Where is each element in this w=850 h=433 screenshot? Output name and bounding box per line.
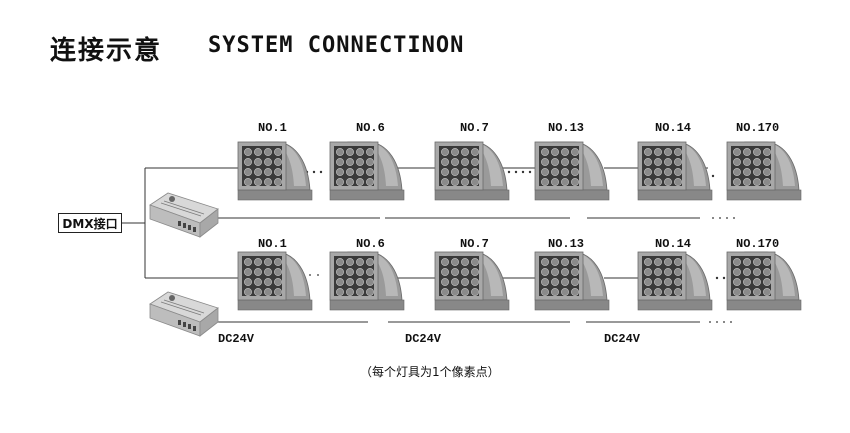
lamp-label: NO.13 xyxy=(548,237,585,251)
title-chinese: 连接示意 xyxy=(50,36,163,66)
power-label: DC24V xyxy=(218,332,255,346)
wall-washer-lamp-icon xyxy=(237,141,313,201)
wall-washer-lamp-icon xyxy=(726,251,802,311)
lamp-label: NO.14 xyxy=(655,121,692,135)
power-supply-icon xyxy=(149,291,219,337)
footnote: （每个灯具为1个像素点） xyxy=(360,365,500,379)
lamp-label: NO.6 xyxy=(356,237,385,251)
wall-washer-lamp-icon xyxy=(237,251,313,311)
power-label: DC24V xyxy=(604,332,641,346)
lamp-label: NO.1 xyxy=(258,121,287,135)
power-label: DC24V xyxy=(405,332,442,346)
wall-washer-lamp-icon xyxy=(534,251,610,311)
lamp-label: NO.170 xyxy=(736,237,780,251)
wall-washer-lamp-icon xyxy=(434,251,510,311)
lamp-label: NO.7 xyxy=(460,237,489,251)
wall-washer-lamp-icon xyxy=(329,141,405,201)
title-english: SYSTEM CONNECTINON xyxy=(208,33,465,58)
lamp-label: NO.13 xyxy=(548,121,585,135)
lamp-label: NO.7 xyxy=(460,121,489,135)
lamp-label: NO.14 xyxy=(655,237,692,251)
signal-wiring xyxy=(122,167,708,323)
wall-washer-lamp-icon xyxy=(434,141,510,201)
wall-washer-lamp-icon xyxy=(329,251,405,311)
wall-washer-lamp-icon xyxy=(637,251,713,311)
power-supply-icon xyxy=(149,192,219,238)
lamp-label: NO.6 xyxy=(356,121,385,135)
wall-washer-lamp-icon xyxy=(726,141,802,201)
wall-washer-lamp-icon xyxy=(637,141,713,201)
lamp-label: NO.170 xyxy=(736,121,780,135)
wall-washer-lamp-icon xyxy=(534,141,610,201)
dmx-interface-box: DMX接口 xyxy=(58,213,122,233)
lamp-label: NO.1 xyxy=(258,237,287,251)
